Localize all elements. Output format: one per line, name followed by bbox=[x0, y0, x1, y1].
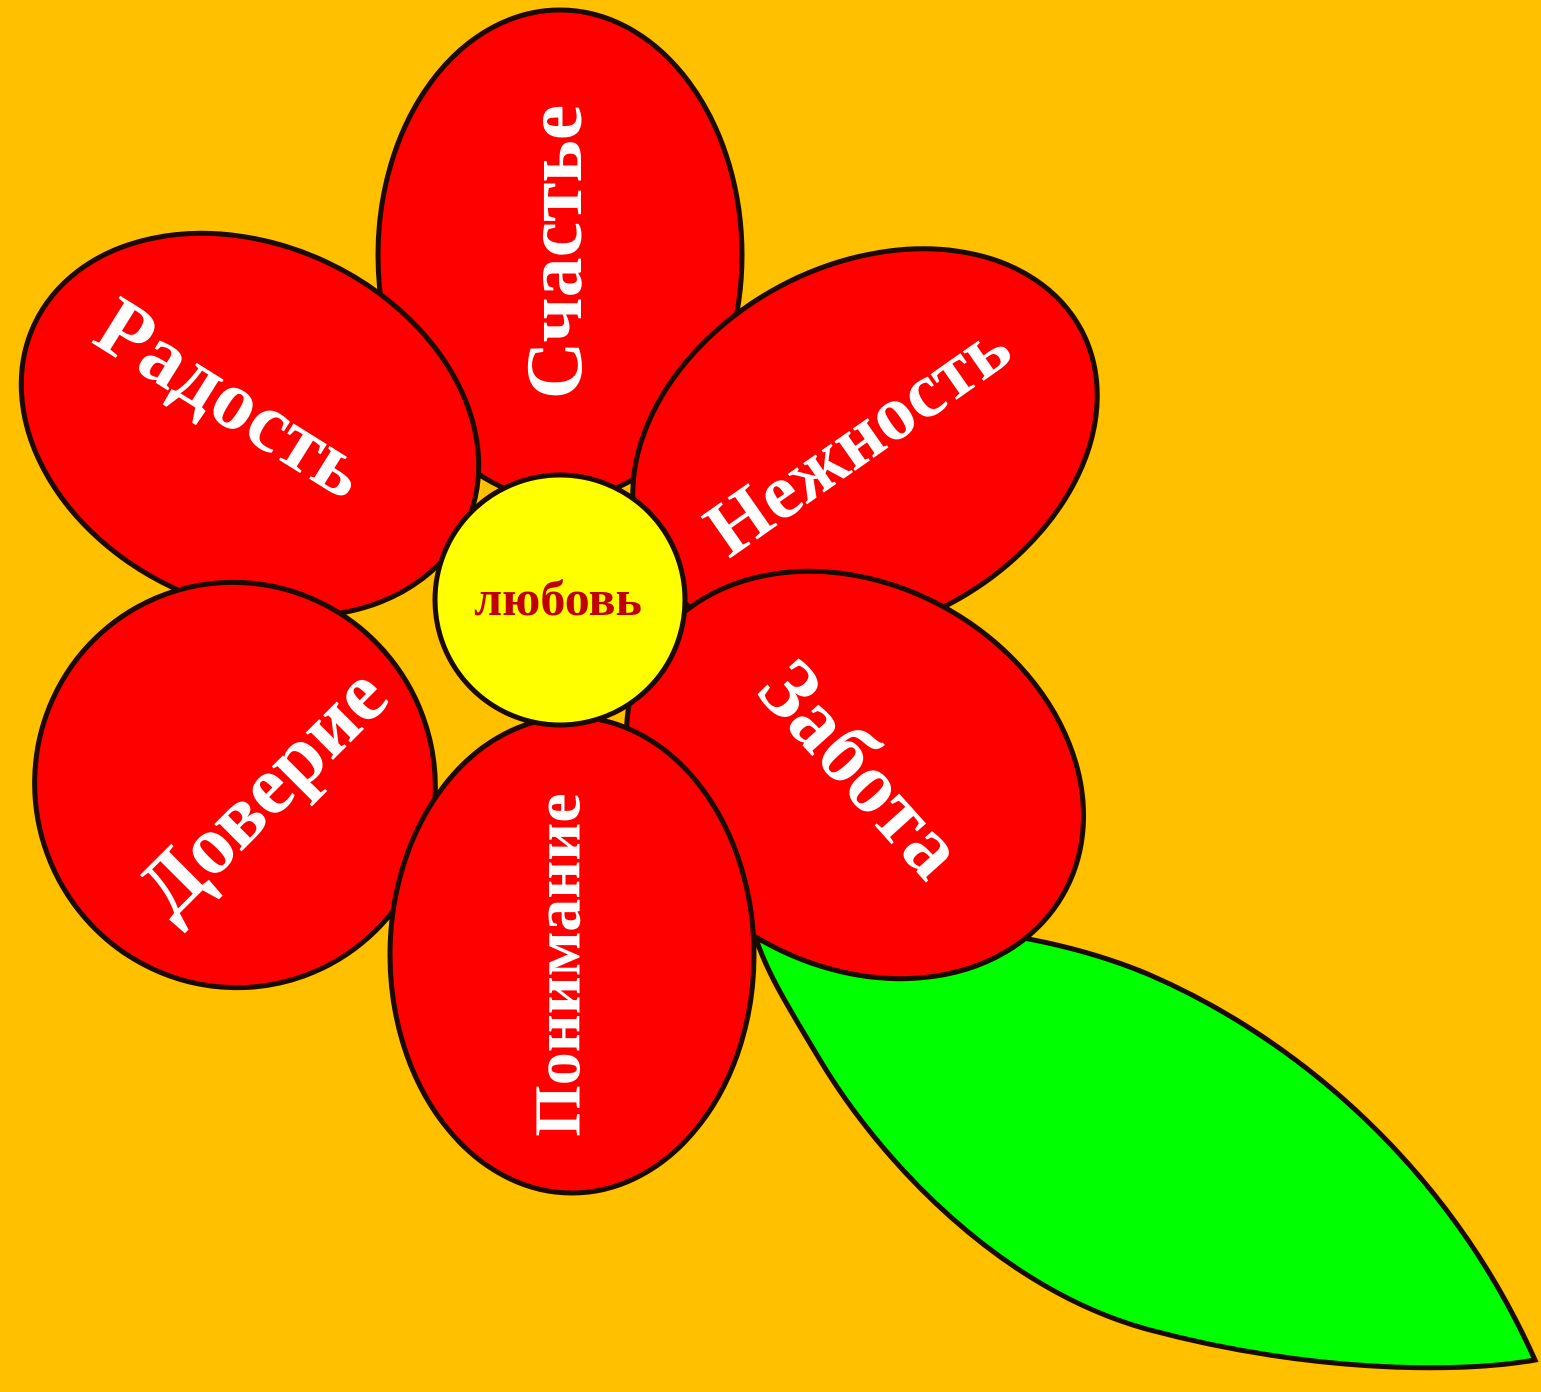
center-label: любовь bbox=[474, 570, 642, 626]
petal-label-bottom: Понимание bbox=[522, 793, 595, 1136]
petal-label-top: Счастье bbox=[511, 105, 599, 399]
